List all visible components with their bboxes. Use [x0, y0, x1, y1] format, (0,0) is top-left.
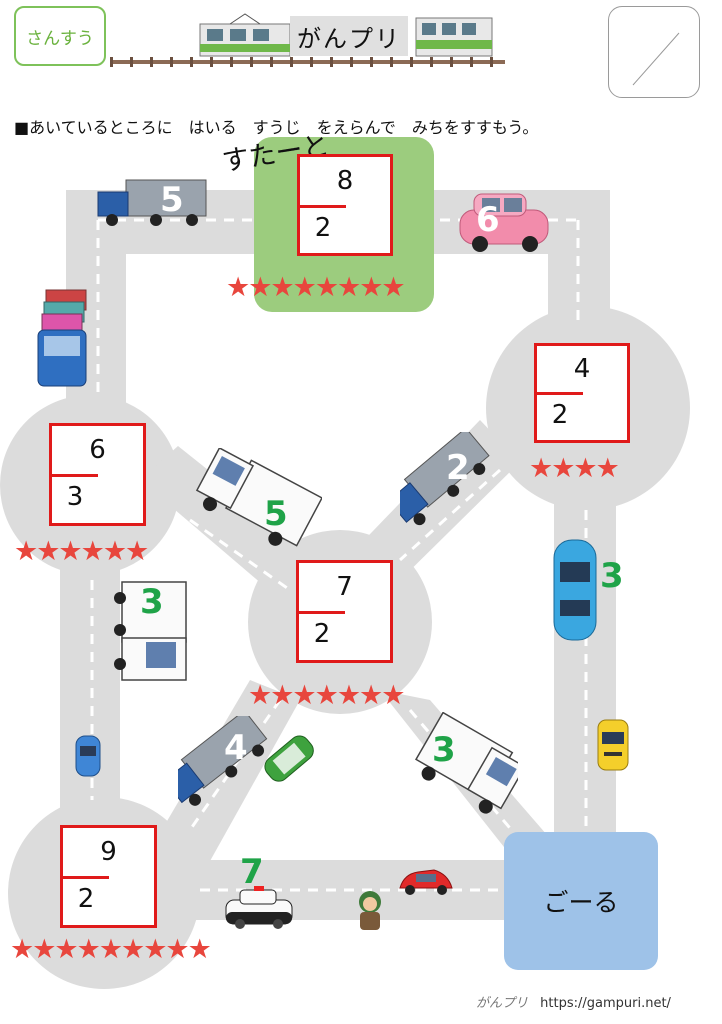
star-row-start: ★★★★★★★★: [226, 272, 406, 303]
star-row-right-top: ★★★★: [529, 453, 620, 484]
thief-icon[interactable]: [352, 888, 388, 934]
number-bond-right-top: 4 2: [534, 343, 630, 443]
star-row-bottom-left: ★★★★★★★★★: [10, 934, 212, 965]
bond-total: 8: [300, 157, 390, 208]
bond-part: 2: [299, 608, 348, 660]
number-bond-start: 8 2: [297, 154, 393, 256]
goal-label: ごーる: [543, 888, 619, 917]
vehicle-number: 2: [446, 448, 470, 488]
bond-part: 2: [63, 873, 112, 925]
car-stack-icon[interactable]: [34, 288, 94, 392]
score-box[interactable]: [608, 6, 700, 98]
car-icon[interactable]: [260, 728, 318, 792]
number-bond-left: 6 3: [49, 423, 146, 526]
footer: がんプリ https://gampuri.net/: [476, 992, 671, 1011]
bond-answer-slot[interactable]: [98, 471, 143, 523]
car-icon[interactable]: [72, 734, 104, 778]
vehicle-number: 7: [240, 852, 264, 892]
truck-icon[interactable]: [178, 716, 274, 820]
bond-total: 6: [52, 426, 143, 477]
vehicle-number: 5: [160, 180, 184, 220]
bond-total: 4: [537, 346, 627, 395]
bond-part: 2: [300, 202, 349, 253]
vehicle-number: 5: [264, 494, 288, 534]
vehicle-number: 4: [224, 728, 248, 768]
app-title: がんプリ: [290, 16, 408, 56]
vehicle-number: 6: [476, 200, 500, 240]
instruction-text: ■あいているところに はいる すうじ をえらんで みちをすすもう。: [14, 118, 539, 137]
bond-answer-slot[interactable]: [583, 389, 627, 440]
train-icon: [110, 13, 505, 67]
vehicle-number: 3: [600, 556, 624, 596]
taxi-icon[interactable]: [594, 716, 634, 774]
vehicle-number: 3: [432, 730, 456, 770]
car-icon[interactable]: [456, 190, 552, 254]
footer-logo: がんプリ: [476, 996, 529, 1011]
subject-label: さんすう: [26, 28, 94, 49]
car-icon[interactable]: [548, 536, 602, 644]
bond-answer-slot[interactable]: [345, 608, 390, 660]
truck-icon[interactable]: [400, 432, 500, 542]
bond-answer-slot[interactable]: [346, 202, 390, 253]
slash-icon: [632, 32, 680, 86]
star-row-left: ★★★★★★: [14, 536, 149, 567]
truck-icon[interactable]: [192, 448, 322, 558]
bond-answer-slot[interactable]: [109, 873, 154, 925]
footer-url[interactable]: https://gampuri.net/: [540, 996, 671, 1011]
star-row-center: ★★★★★★★: [248, 680, 405, 711]
truck-icon[interactable]: [106, 578, 190, 686]
app-title-text: がんプリ: [297, 24, 401, 53]
number-bond-center: 7 2: [296, 560, 393, 663]
subject-badge: さんすう: [14, 6, 106, 66]
police-car-icon[interactable]: [224, 886, 294, 930]
car-icon[interactable]: [396, 862, 456, 898]
vehicle-number: 3: [140, 582, 164, 622]
bond-total: 9: [63, 828, 154, 879]
bond-part: 3: [52, 471, 101, 523]
bond-total: 7: [299, 563, 390, 614]
bond-part: 2: [537, 389, 586, 440]
truck-icon[interactable]: [408, 712, 518, 824]
truck-icon[interactable]: [96, 178, 210, 228]
goal-zone: ごーる: [504, 832, 658, 970]
number-bond-bottom-left: 9 2: [60, 825, 157, 928]
